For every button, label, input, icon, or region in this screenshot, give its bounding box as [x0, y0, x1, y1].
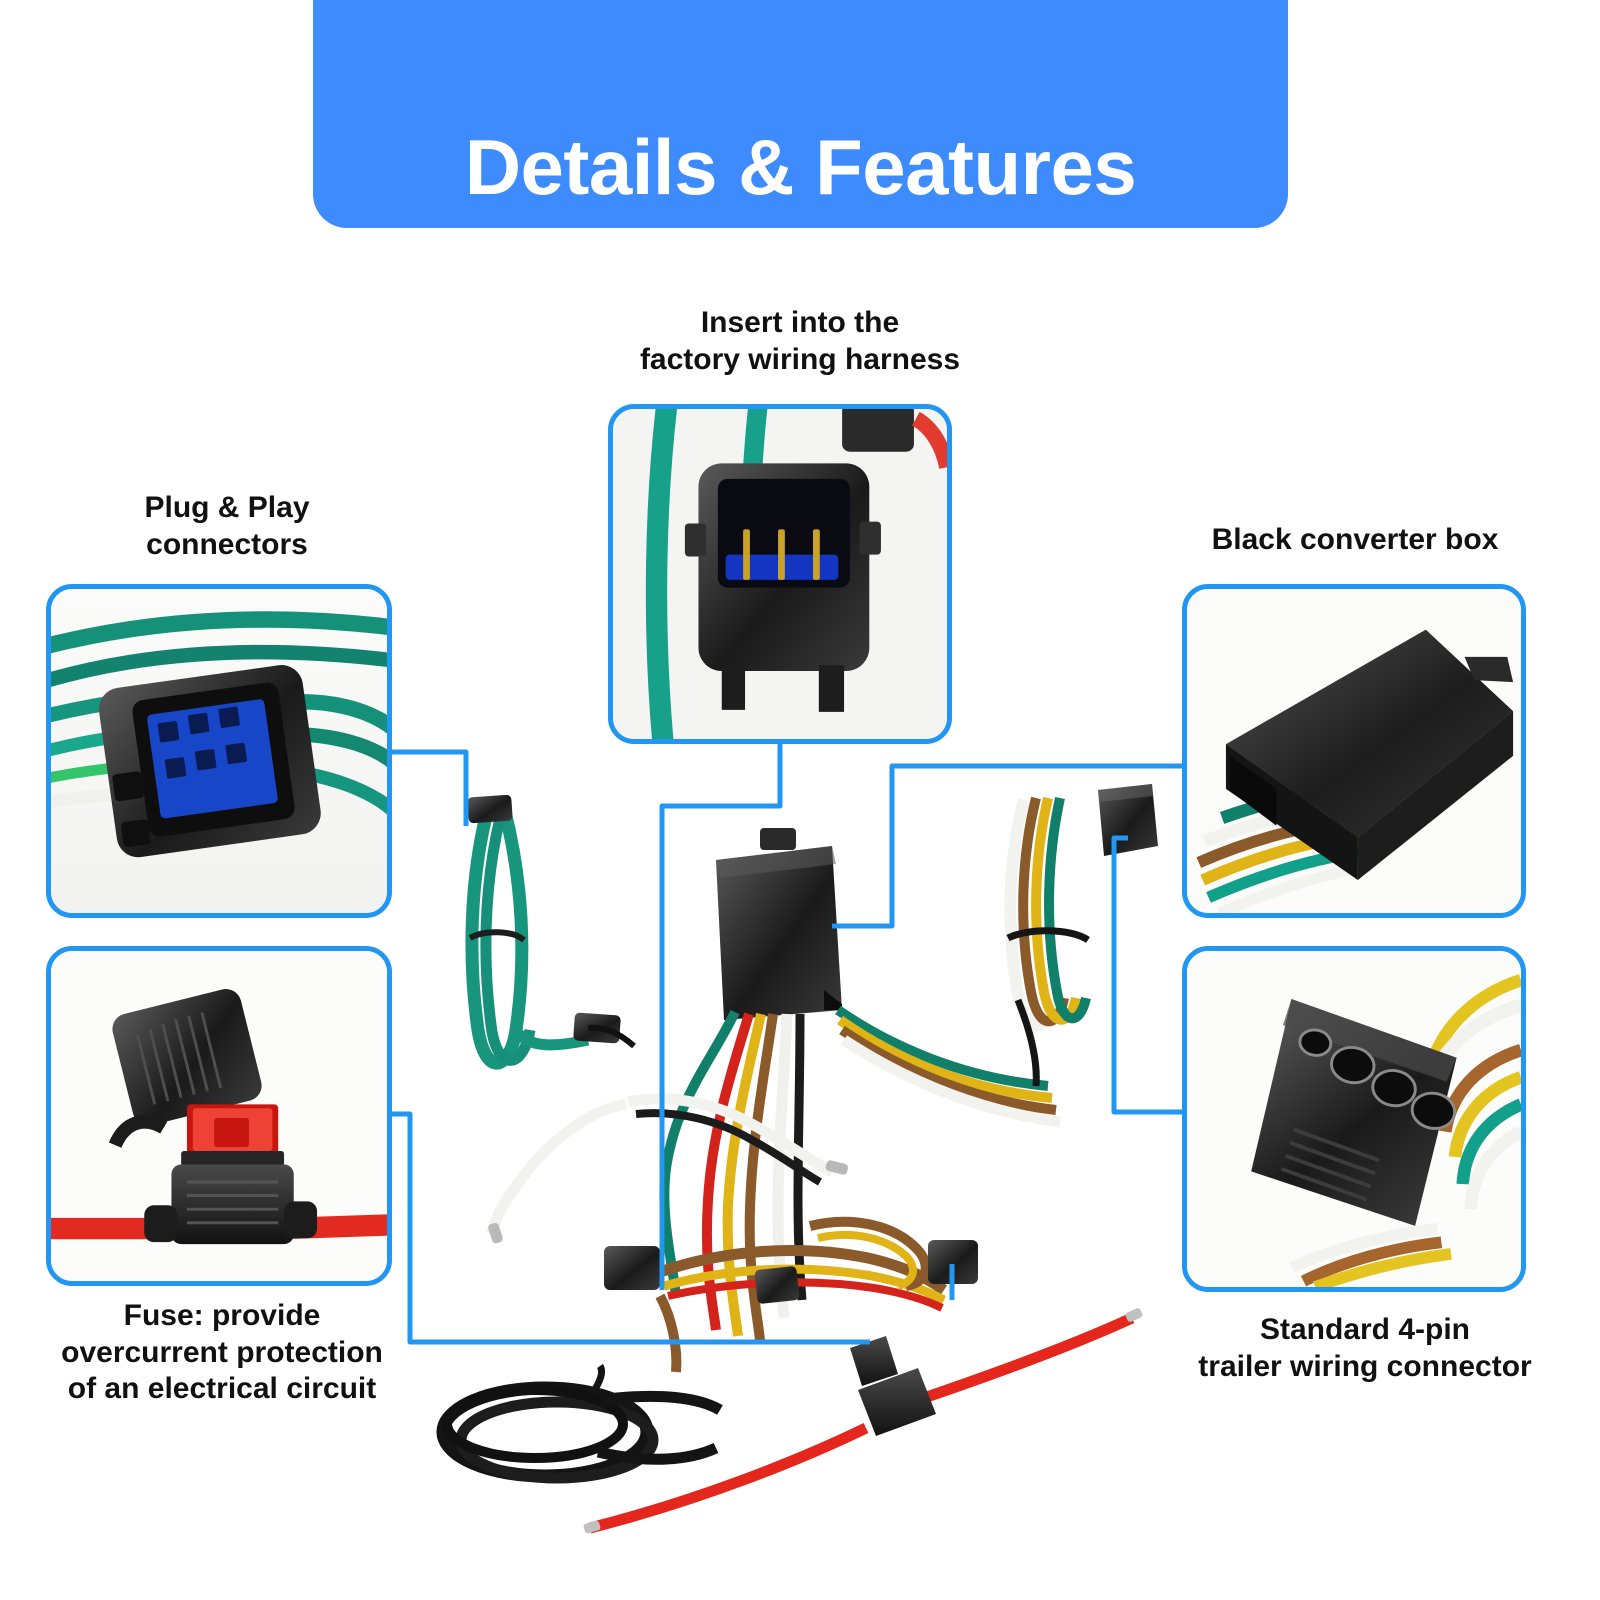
callout-label-line: Black converter box — [1211, 523, 1499, 556]
callout-photo-plug-play — [46, 584, 392, 918]
leader-plug-play — [392, 749, 469, 826]
photo-fuse — [51, 951, 387, 1281]
callout-label-converter-box: Black converter box — [1175, 522, 1535, 559]
leader-fuse — [392, 1111, 870, 1345]
leader-converter — [832, 763, 1182, 929]
photo-insert-harness — [613, 409, 947, 739]
callout-label-insert-harness: Insert into the factory wiring harness — [570, 305, 1030, 378]
photo-converter-box — [1187, 589, 1521, 913]
callout-label-plug-play: Plug & Play connectors — [62, 490, 392, 563]
header-banner: Details & Features — [313, 0, 1288, 228]
photo-trailer-connector — [1187, 951, 1521, 1287]
callout-label-line: Standard 4-pin — [1259, 1313, 1470, 1346]
callout-label-line: Fuse: provide — [123, 1299, 321, 1332]
callout-label-line: Insert into the — [700, 306, 900, 339]
photo-plug-play — [51, 589, 387, 913]
black-ground-coil — [436, 1364, 723, 1484]
callout-photo-converter-box — [1182, 584, 1526, 918]
page-title: Details & Features — [464, 123, 1137, 211]
callout-label-trailer-connector: Standard 4-pin trailer wiring connector — [1172, 1312, 1558, 1385]
green-wire-coil — [465, 794, 636, 1070]
callout-label-line: trailer wiring connector — [1198, 1349, 1532, 1383]
flat-harness-coil — [1004, 784, 1158, 1087]
callout-label-fuse: Fuse: provide overcurrent protection of … — [36, 1298, 408, 1408]
jumper-harness — [604, 1216, 978, 1373]
callout-label-line: connectors — [146, 527, 308, 561]
leader-4pin — [1111, 835, 1182, 1115]
leader-insert — [659, 744, 783, 1290]
callout-photo-insert-harness — [608, 404, 952, 744]
left-wire-bundle — [659, 1009, 807, 1341]
callout-label-line: factory wiring harness — [639, 342, 961, 376]
white-pigtail — [486, 1093, 849, 1244]
callout-leader-lines — [392, 744, 1182, 1345]
callout-label-line: of an electrical circuit — [67, 1372, 377, 1406]
callout-photo-trailer-connector — [1182, 946, 1526, 1292]
converter-module — [716, 828, 842, 1020]
callout-label-line: Plug & Play — [144, 491, 310, 524]
callout-photo-fuse — [46, 946, 392, 1286]
right-wire-bundle — [835, 1005, 1061, 1128]
callout-label-line: overcurrent protection — [61, 1335, 383, 1369]
red-fuse-wire — [583, 1308, 1143, 1534]
